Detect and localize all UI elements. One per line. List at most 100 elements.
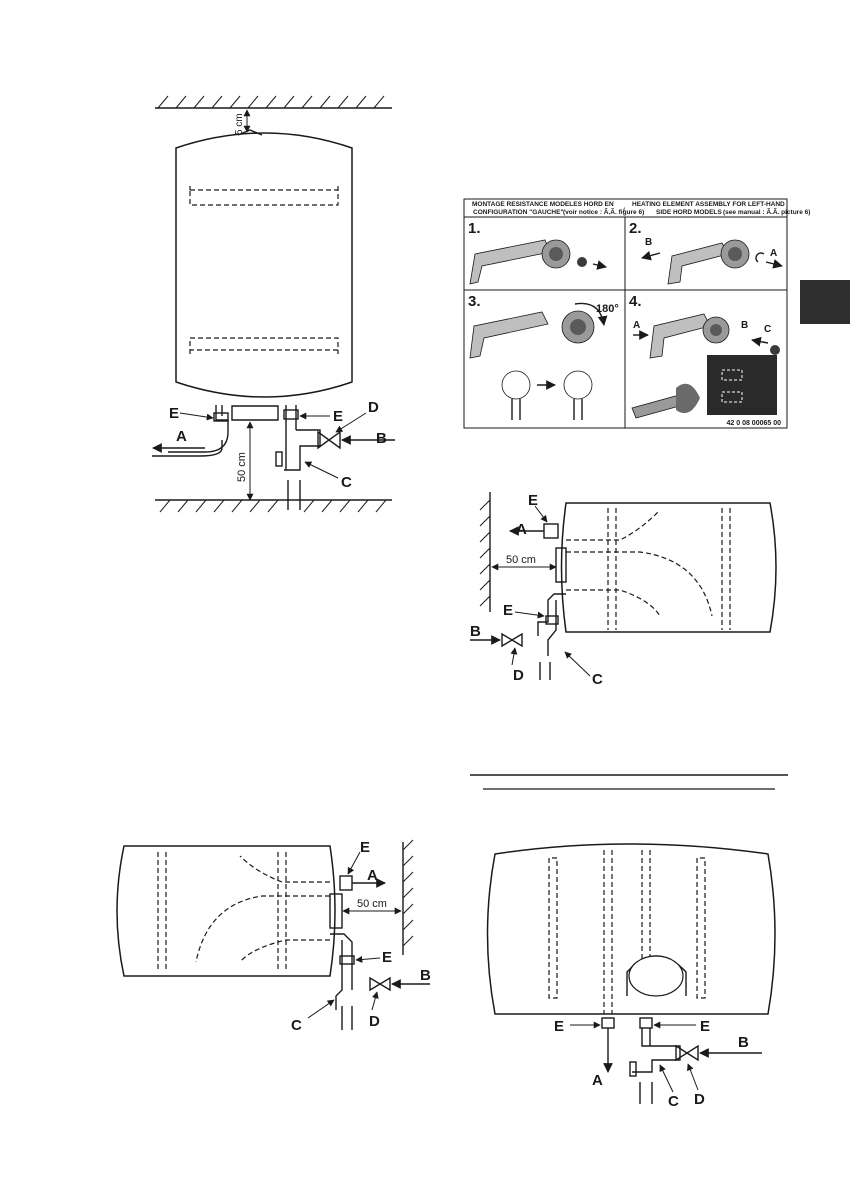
- label-e-left: E: [169, 405, 179, 422]
- horizontal-label-e-left: E: [554, 1018, 564, 1035]
- assembly-slash: /: [623, 207, 625, 214]
- label-e-right: E: [333, 408, 343, 425]
- bottom-gap-text: 50 cm: [236, 452, 248, 482]
- horizontal-tank-figure: E E B A C D: [486, 843, 776, 1110]
- horizontal-label-a: A: [592, 1072, 603, 1089]
- horizontal-label-c: C: [668, 1093, 679, 1110]
- tank-top-bracket: [237, 129, 263, 136]
- left-mount-brackets: [607, 508, 731, 630]
- step-2-label-a: A: [770, 248, 777, 259]
- assembly-ref: 42 0 08 00065 00: [727, 420, 782, 427]
- step-2-label-b: B: [645, 237, 652, 248]
- cold-pipe: [284, 405, 321, 471]
- left-mount-bottom-union: [545, 615, 559, 625]
- horizontal-label-e-right: E: [700, 1018, 710, 1035]
- assembly-title-en-models: SIDE HORD MODELS: [656, 209, 722, 216]
- horizontal-c-leader: [659, 1064, 674, 1093]
- step-2-number: 2.: [629, 220, 642, 237]
- horizontal-tank-body: [486, 843, 776, 1015]
- label-d: D: [368, 399, 379, 416]
- left-union: [213, 412, 229, 422]
- assembly-title-fr-main: MONTAGE RESISTANCE MODELES HORD EN: [472, 201, 614, 208]
- horizontal-d-leader: [686, 1063, 699, 1091]
- left-mount-drain: [539, 662, 551, 680]
- left-mount-label-b: B: [470, 623, 481, 640]
- right-mount-label-e-top: E: [360, 839, 370, 856]
- left-wall-hatch: [479, 499, 491, 607]
- right-mount-label-a: A: [367, 867, 378, 884]
- hot-pipe-outer: [168, 431, 229, 453]
- right-mount-tank: [116, 845, 336, 977]
- right-wall-mount-figure: 50 cm E A E B D C: [116, 839, 431, 1034]
- c-leader: [304, 461, 339, 479]
- assembly-title-fr-note: (voir notice : Ã.Ã. figure 6): [563, 207, 644, 216]
- bottom-cover: [231, 405, 279, 421]
- e-left-leader: [179, 412, 214, 421]
- step-4-illustration: A B C: [631, 313, 780, 419]
- right-mount-d-leader: [371, 991, 379, 1011]
- left-mount-e-bottom-leader: [514, 611, 545, 619]
- flange-cover-cap: [628, 955, 684, 997]
- step-1-number: 1.: [468, 220, 481, 237]
- right-mount-top-union: [339, 875, 353, 891]
- left-mount-cold-pipe: [537, 593, 566, 656]
- horizontal-label-b: B: [738, 1034, 749, 1051]
- step-4-number: 4.: [629, 293, 642, 310]
- right-mount-brackets: [157, 852, 287, 972]
- rotation-label: 180°: [596, 303, 619, 315]
- left-mount-d-leader: [510, 647, 518, 666]
- right-mount-label-b: B: [420, 967, 431, 984]
- left-mount-label-a: A: [516, 521, 527, 538]
- vertical-tank-body: [175, 132, 353, 398]
- horizontal-label-d: D: [694, 1091, 705, 1108]
- horizontal-tank-pipes-internal: [603, 850, 651, 1014]
- step-3-illustration: 180°: [469, 302, 619, 420]
- lower-bracket: [189, 337, 339, 354]
- right-wall-hatch: [402, 839, 414, 947]
- horizontal-cold-pipe: [632, 1028, 681, 1073]
- right-mount-gap-text: 50 cm: [357, 898, 387, 910]
- right-mount-cover: [329, 893, 343, 929]
- horizontal-tank-brackets: [548, 857, 706, 999]
- right-mount-e-top-leader: [347, 851, 361, 875]
- right-mount-heater: [195, 855, 330, 963]
- step-4-label-b: B: [741, 320, 748, 331]
- horizontal-drain-tap: [629, 1061, 637, 1077]
- step-1-illustration: [469, 239, 607, 285]
- safety-valve: [317, 430, 341, 450]
- left-mount-e-top-leader: [534, 505, 548, 523]
- left-mount-top-union: [543, 523, 559, 539]
- left-mount-label-d: D: [513, 667, 524, 684]
- right-mount-c-leader: [307, 999, 335, 1019]
- horizontal-drain-pipe: [639, 1082, 653, 1104]
- drain-tap: [275, 451, 283, 467]
- right-mount-label-e-bottom: E: [382, 949, 392, 966]
- step-4-label-c: C: [764, 324, 771, 335]
- drain-pipe: [287, 480, 301, 510]
- right-mount-bottom-union: [339, 955, 355, 965]
- label-c: C: [341, 474, 352, 491]
- top-gap-text: 5 cm: [234, 113, 245, 135]
- right-mount-valve: [369, 976, 391, 992]
- right-mount-e-bottom-leader: [355, 955, 381, 963]
- left-mount-gap-text: 50 cm: [506, 554, 536, 566]
- chapter-tab: [800, 280, 850, 324]
- step-3-number: 3.: [468, 293, 481, 310]
- right-union: [283, 409, 299, 420]
- assembly-panel: MONTAGE RESISTANCE MODELES HORD EN CONFI…: [463, 198, 810, 429]
- left-mount-label-e-bottom: E: [503, 602, 513, 619]
- left-mount-c-leader: [564, 651, 591, 677]
- left-wall-mount-figure: 50 cm E A E B D C: [470, 492, 777, 688]
- right-mount-label-c: C: [291, 1017, 302, 1034]
- ceiling-hatch: [157, 95, 385, 109]
- upper-bracket: [189, 186, 339, 206]
- horizontal-left-union: [601, 1017, 615, 1029]
- left-mount-valve: [501, 632, 523, 648]
- assembly-title-fr-config: CONFIGURATION "GAUCHE": [473, 209, 564, 216]
- horizontal-valve: [675, 1044, 699, 1062]
- left-mount-heater: [566, 511, 713, 617]
- vertical-tank-figure: 5 cm 50 cm E E D A: [152, 95, 395, 513]
- right-mount-cold-pipe: [330, 933, 353, 1010]
- right-mount-label-d: D: [369, 1013, 380, 1030]
- left-mount-label-e-top: E: [528, 492, 538, 509]
